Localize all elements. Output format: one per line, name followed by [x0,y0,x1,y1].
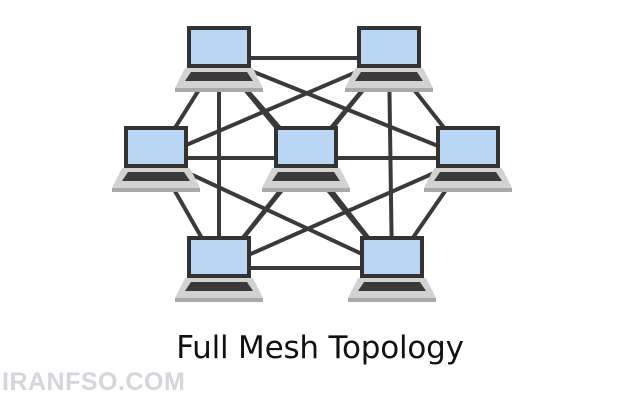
laptop-keyboard [272,172,340,181]
laptop-screen [278,130,334,164]
diagram-title: Full Mesh Topology [176,330,464,366]
laptop-keyboard [185,282,253,291]
laptop-icon [345,26,433,92]
laptop-screen [440,130,496,164]
laptop-front-edge [424,188,512,192]
laptop-front-edge [348,298,436,302]
laptop-icon [175,26,263,92]
laptop-front-edge [262,188,350,192]
laptop-nodes [112,26,512,302]
mesh-link [218,156,469,270]
laptop-icon [348,236,436,302]
laptop-icon [424,126,512,192]
laptop-screen [128,130,184,164]
laptop-front-edge [175,88,263,92]
mesh-link [155,156,393,270]
laptop-keyboard [434,172,502,181]
laptop-icon [175,236,263,302]
laptop-keyboard [122,172,190,181]
laptop-icon [112,126,200,192]
laptop-keyboard [185,72,253,81]
mesh-link [218,56,469,160]
mesh-link [387,57,394,269]
laptop-front-edge [112,188,200,192]
laptop-keyboard [358,282,426,291]
laptop-screen [364,240,420,274]
watermark-text: IRANFSO.COM [2,368,186,396]
laptop-icon [262,126,350,192]
laptop-screen [361,30,417,64]
laptop-keyboard [355,72,423,81]
laptop-front-edge [175,298,263,302]
laptop-screen [191,240,247,274]
laptop-front-edge [345,88,433,92]
mesh-link [155,56,390,160]
laptop-screen [191,30,247,64]
